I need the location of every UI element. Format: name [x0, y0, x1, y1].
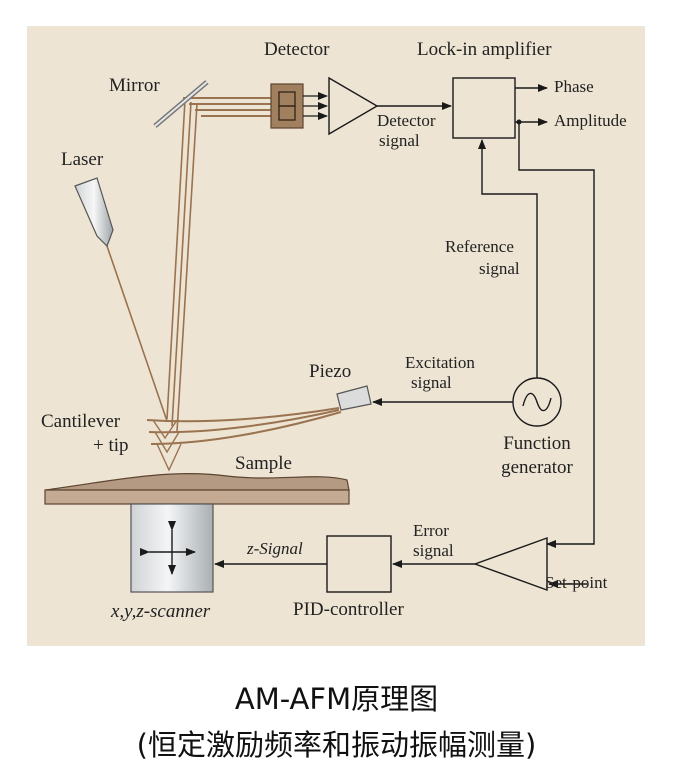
- piezo-label: Piezo: [309, 361, 352, 382]
- excitation-signal-label-2: signal: [411, 373, 452, 392]
- excitation-signal-label-1: Excitation: [405, 353, 475, 372]
- caption-title: AM-AFM原理图: [234, 682, 439, 716]
- detector-amplifier: [328, 76, 452, 136]
- cantilever: [146, 407, 342, 472]
- z-signal-label: z-Signal: [247, 539, 303, 558]
- function-generator: [372, 377, 562, 427]
- reference-signal-line: [478, 139, 538, 378]
- comparator: [472, 537, 548, 591]
- laser-label: Laser: [61, 149, 104, 170]
- reference-signal-label-2: signal: [479, 259, 520, 278]
- detector-signal-label-2: signal: [379, 131, 420, 150]
- lockin-box: [452, 77, 548, 139]
- pid-box: [326, 535, 392, 593]
- amplitude-label: Amplitude: [554, 111, 627, 130]
- cantilever-label-2: + tip: [93, 435, 129, 456]
- function-generator-label-1: Function: [503, 433, 571, 454]
- caption-subtitle: (恒定激励频率和振动振幅测量): [136, 728, 537, 762]
- error-signal-label-2: signal: [413, 541, 454, 560]
- feedback-chain: [214, 535, 587, 593]
- afm-schematic: Detector Lock-in amplifier Mirror Phase …: [27, 26, 645, 646]
- sample-label: Sample: [235, 453, 292, 474]
- detector-signal-label-1: Detector: [377, 111, 436, 130]
- lockin-label: Lock-in amplifier: [417, 39, 552, 60]
- reference-signal-label-1: Reference: [445, 237, 514, 256]
- laser-source: [74, 177, 114, 248]
- schematic-drawing: [44, 76, 595, 593]
- detector-label: Detector: [264, 39, 330, 60]
- laser-beam: [106, 97, 271, 433]
- sample: [44, 473, 350, 505]
- phase-label: Phase: [554, 77, 594, 96]
- amplitude-feedback-line: [518, 122, 595, 548]
- piezo: [336, 385, 372, 411]
- mirror-label: Mirror: [109, 75, 160, 96]
- error-signal-label-1: Error: [413, 521, 449, 540]
- cantilever-label-1: Cantilever: [41, 411, 121, 432]
- detector: [270, 83, 328, 129]
- scanner: [130, 503, 214, 593]
- function-generator-label-2: generator: [501, 457, 573, 478]
- pid-controller-label: PID-controller: [293, 599, 404, 620]
- set-point-label: Set-point: [545, 573, 608, 592]
- mirror: [153, 80, 209, 128]
- scanner-label: x,y,z-scanner: [111, 601, 211, 622]
